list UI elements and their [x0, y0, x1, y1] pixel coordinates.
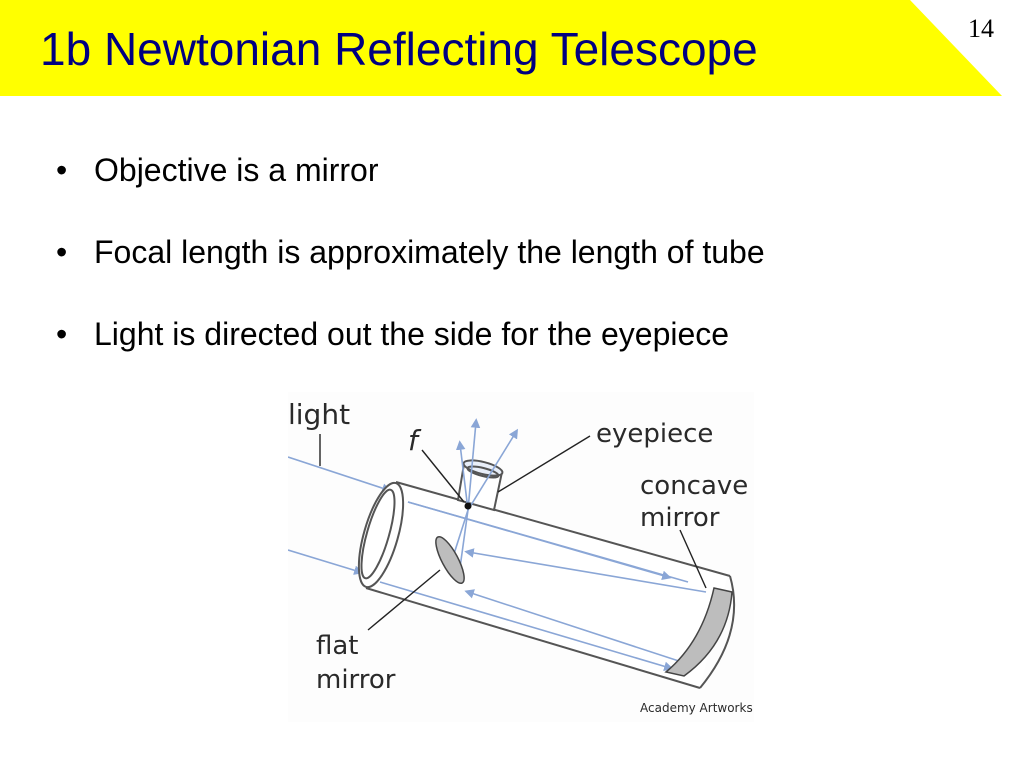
label-leader-lines: [319, 434, 707, 631]
bullet-marker: •: [56, 152, 68, 188]
bullet-text: Light is directed out the side for the e…: [94, 316, 730, 352]
bullet-text: Objective is a mirror: [94, 152, 379, 188]
label-flat-mirror-line2: mirror: [316, 665, 396, 695]
image-credit: Academy Artworks: [640, 701, 753, 715]
concave-mirror: [664, 587, 733, 677]
internal-light-rays: [379, 418, 707, 671]
slide-title: 1b Newtonian Reflecting Telescope: [40, 23, 758, 75]
telescope-diagram: light f eyepiece concave mirror flat mir…: [288, 392, 754, 722]
focal-point: [464, 502, 472, 510]
bullet-marker: •: [56, 316, 68, 352]
label-flat-mirror-line1: flat: [316, 631, 359, 661]
label-eyepiece: eyepiece: [596, 419, 713, 449]
incoming-light-rays: [288, 456, 392, 575]
label-concave-mirror-line2: mirror: [640, 503, 720, 533]
label-concave-mirror-line1: concave: [640, 471, 748, 501]
telescope-tube: [357, 481, 736, 689]
title-bar: 1b Newtonian Reflecting Telescope 14: [0, 0, 1024, 98]
yellow-header-shape: [0, 0, 1002, 96]
bullet-marker: •: [56, 234, 68, 270]
bullet-text: Focal length is approximately the length…: [94, 234, 765, 270]
flat-mirror: [435, 535, 465, 585]
slide-number: 14: [968, 14, 994, 43]
label-focal-point: f: [408, 424, 422, 457]
label-light: light: [288, 398, 350, 431]
telescope-illustration: light f eyepiece concave mirror flat mir…: [288, 398, 753, 715]
